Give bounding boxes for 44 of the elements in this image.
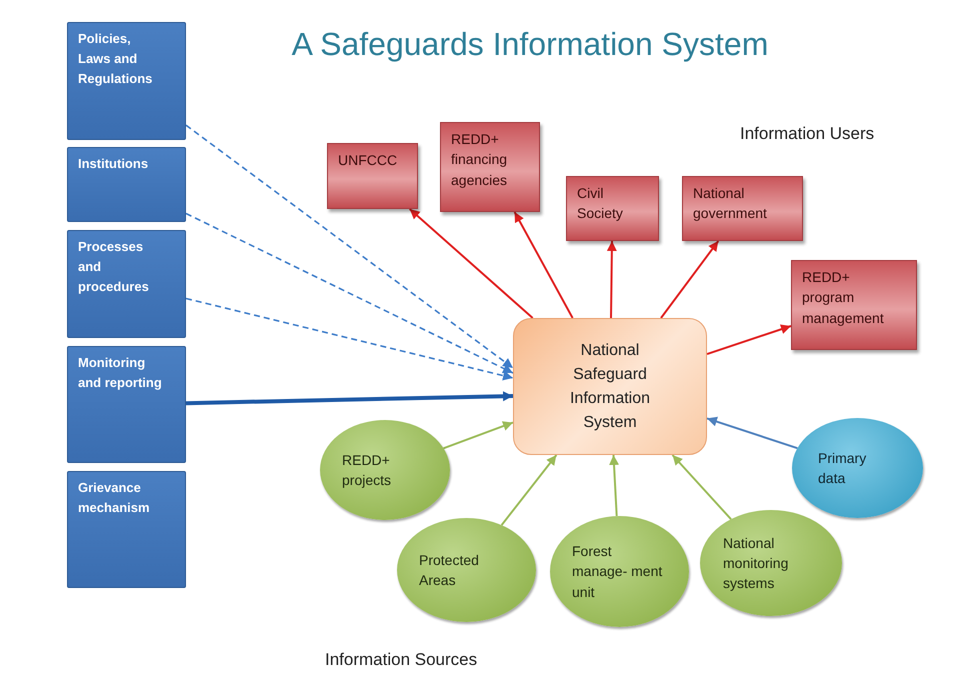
node-label: National government (693, 184, 768, 224)
arrow (514, 212, 574, 318)
arrow (443, 421, 514, 450)
arrow (706, 324, 792, 356)
node-label: Policies, Laws and Regulations (78, 30, 154, 88)
node-label: REDD+ financing agencies (451, 130, 508, 190)
topic-box (67, 230, 186, 338)
node-label: REDD+ program management (802, 268, 885, 328)
arrow (186, 298, 514, 380)
section-label: Information Users (740, 124, 874, 144)
topic-box (67, 346, 186, 463)
arrow (609, 454, 620, 516)
topic-box (67, 147, 186, 222)
node-label: Civil Society (577, 184, 624, 224)
node-label: UNFCCC (338, 151, 398, 170)
node-label: Protected Areas (419, 550, 480, 590)
user-box (682, 176, 803, 241)
user-box (791, 260, 917, 350)
topic-box (67, 22, 186, 140)
arrow (186, 391, 514, 406)
arrow (409, 208, 534, 319)
arrow (672, 454, 732, 520)
node-label: Institutions (78, 155, 148, 173)
diagram-title: A Safeguards Information System (290, 26, 770, 63)
arrow (706, 416, 798, 450)
node-label: Processes and procedures (78, 238, 150, 296)
node-label: National monitoring systems (723, 534, 790, 594)
hub-box (513, 318, 707, 455)
node-label: National Safeguard Information System (568, 340, 652, 432)
node-label: Primary data (818, 448, 868, 488)
topic-box (67, 471, 186, 588)
section-label: Information Sources (325, 650, 478, 670)
arrow (186, 124, 514, 369)
arrow (606, 240, 617, 318)
arrow (660, 240, 720, 319)
node-label: Grievance mechanism (78, 479, 151, 518)
arrow (186, 212, 514, 374)
arrow (500, 454, 558, 526)
user-box (440, 122, 540, 212)
node-label: REDD+ projects (342, 450, 392, 490)
user-box (327, 143, 418, 209)
node-label: Forest manage- ment unit (572, 542, 664, 602)
user-box (566, 176, 659, 241)
node-label: Monitoring and reporting (78, 354, 163, 392)
